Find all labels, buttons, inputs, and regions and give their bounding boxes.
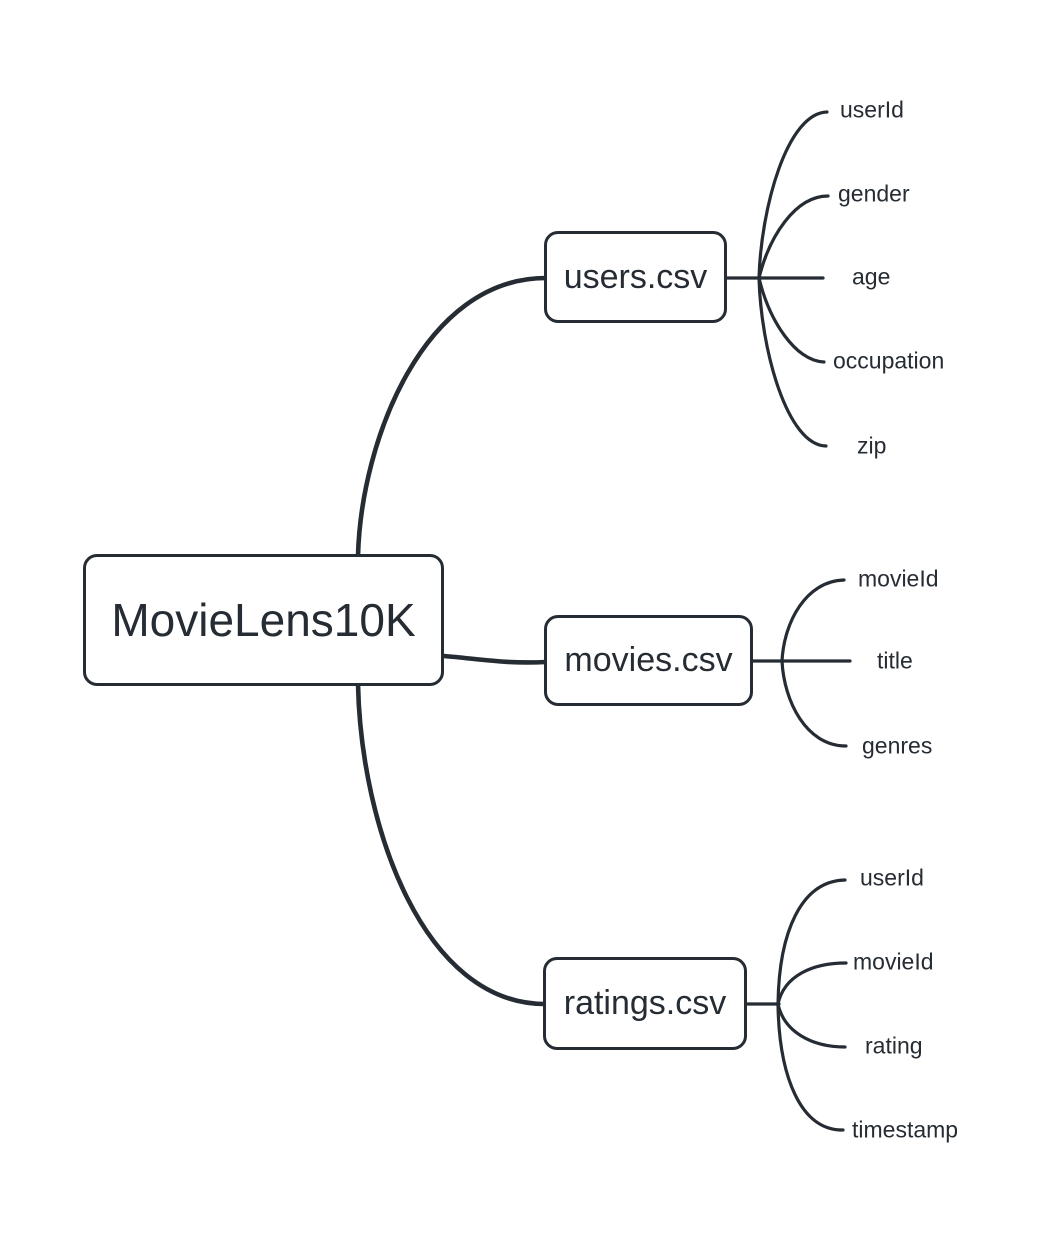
edge-ratings-movieid	[776, 961, 848, 1006]
leaf-label-users-occupation: occupation	[833, 347, 945, 374]
root-label: MovieLens10K	[111, 594, 416, 646]
leaf-label-ratings-movieid: movieId	[853, 948, 934, 975]
edge-users-gender	[757, 194, 830, 280]
edge-users-occupation	[757, 276, 826, 364]
branch-node-ratings-csv: ratings.csv	[543, 957, 747, 1050]
leaf-label-movies-title: title	[877, 647, 913, 674]
edge-movies-genres	[780, 659, 848, 748]
leaf-label-users-age: age	[852, 263, 891, 290]
leaf-label-users-gender: gender	[838, 180, 910, 207]
branch-label: users.csv	[563, 257, 708, 296]
branch-label: movies.csv	[564, 641, 733, 679]
edge-users-zip	[757, 276, 828, 448]
edge-root-users	[355, 275, 549, 559]
leaf-label-ratings-rating: rating	[865, 1032, 923, 1059]
edge-ratings-timestamp	[776, 1002, 845, 1132]
edge-root-movies	[441, 653, 549, 665]
leaf-label-movies-genres: genres	[862, 732, 933, 759]
leaf-label-users-userid: userId	[840, 96, 904, 123]
edge-ratings-userid	[776, 878, 847, 1006]
leaf-label-ratings-timestamp: timestamp	[852, 1116, 959, 1143]
edge-ratings-rating	[776, 1002, 847, 1049]
edge-movies-movieid	[780, 578, 846, 663]
root-node: MovieLens10K	[83, 554, 444, 686]
leaf-label-movies-movieid: movieId	[858, 565, 939, 592]
branch-label: ratings.csv	[563, 984, 727, 1022]
leaf-label-ratings-userid: userId	[860, 864, 924, 891]
edge-users-userid	[757, 110, 829, 280]
branch-node-users-csv: users.csv	[544, 231, 727, 323]
branch-node-movies-csv: movies.csv	[544, 615, 753, 706]
leaf-label-users-zip: zip	[857, 432, 887, 459]
edge-root-ratings	[355, 681, 548, 1007]
